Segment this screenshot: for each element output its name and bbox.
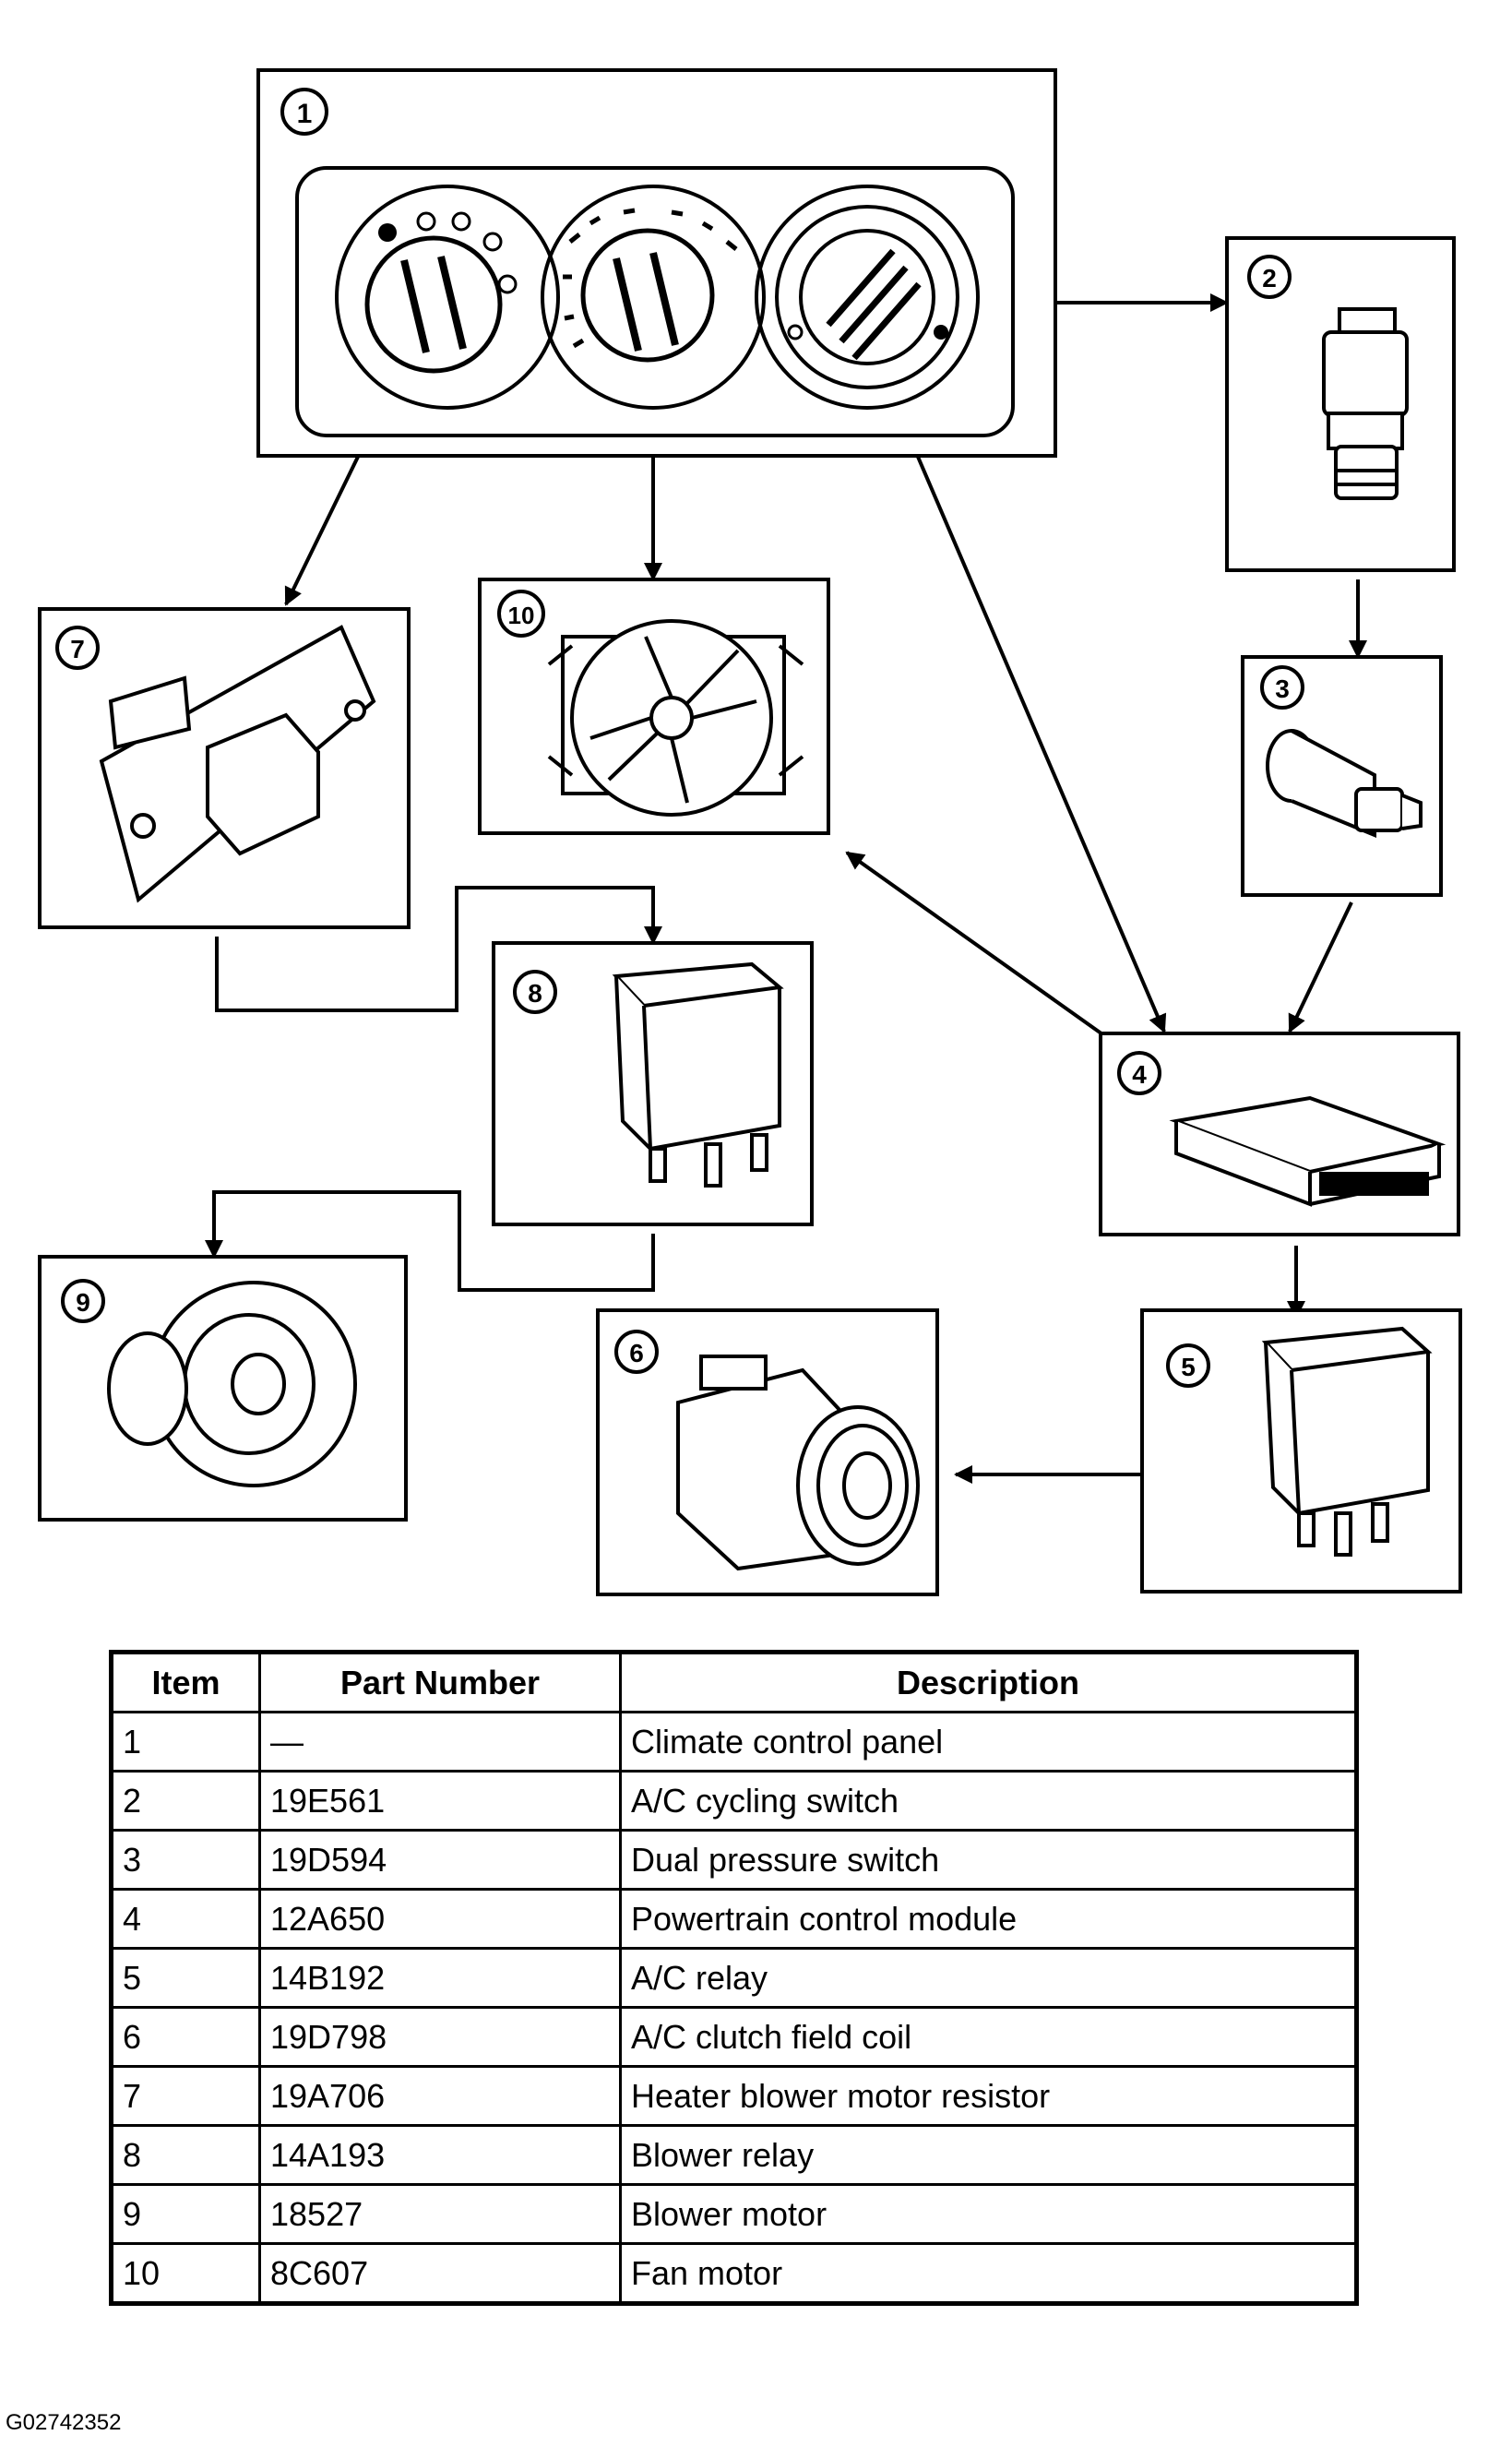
table-row: 6 19D798 A/C clutch field coil xyxy=(110,2006,1358,2068)
callout-circle xyxy=(1166,1343,1210,1388)
cell-part-number: 8C607 xyxy=(258,2242,622,2305)
table-row: 2 19E561 A/C cycling switch xyxy=(110,1770,1358,1832)
cell-item: 10 xyxy=(110,2242,261,2305)
header-description: Description xyxy=(619,1651,1358,1713)
cell-description: Dual pressure switch xyxy=(619,1829,1358,1891)
header-part-number: Part Number xyxy=(258,1651,622,1713)
cell-description: A/C cycling switch xyxy=(619,1770,1358,1832)
arrow-panel-to-pcm xyxy=(916,456,1167,1033)
callout-5: 5 xyxy=(1181,1353,1196,1381)
callout-circle xyxy=(1117,1051,1161,1095)
callout-circle xyxy=(1260,665,1304,710)
compressor-part xyxy=(676,1355,920,1571)
table-row: 7 19A706 Heater blower motor resistor xyxy=(110,2065,1358,2127)
parts-table: Item Part Number Description 1 — Climate… xyxy=(109,1650,1359,2306)
blower-motor-box: 9 xyxy=(38,1255,408,1522)
line-blowerrelay-to-motor xyxy=(205,1190,655,1292)
cell-item: 9 xyxy=(110,2183,261,2245)
fan-motor-box: 10 xyxy=(478,578,830,835)
cell-item: 8 xyxy=(110,2124,261,2186)
cell-part-number: 12A650 xyxy=(258,1888,622,1950)
callout-2: 2 xyxy=(1262,264,1277,292)
table-row: 3 19D594 Dual pressure switch xyxy=(110,1829,1358,1891)
table-row: 9 18527 Blower motor xyxy=(110,2183,1358,2245)
table-row: 5 14B192 A/C relay xyxy=(110,1947,1358,2009)
cell-part-number: 19A706 xyxy=(258,2065,622,2127)
arrow-panel-to-resistor xyxy=(284,456,360,606)
cell-item: 4 xyxy=(110,1888,261,1950)
figure-id: G02742352 xyxy=(6,2410,122,2435)
table-row: 10 8C607 Fan motor xyxy=(110,2242,1358,2305)
cell-part-number: 14B192 xyxy=(258,1947,622,2009)
cell-item: 5 xyxy=(110,1947,261,2009)
ac-relay-box: 5 xyxy=(1140,1308,1462,1594)
cell-description: Fan motor xyxy=(619,2242,1358,2305)
arrow-pressure-to-pcm xyxy=(1288,901,1353,1033)
cell-item: 6 xyxy=(110,2006,261,2068)
ac-relay-part xyxy=(1261,1326,1433,1557)
callout-9: 9 xyxy=(76,1288,90,1317)
cell-description: Blower motor xyxy=(619,2183,1358,2245)
fan-part xyxy=(547,619,804,817)
callout-circle xyxy=(497,590,545,638)
pressure-switch-part xyxy=(1266,729,1423,838)
line-resistor-to-blowerrelay xyxy=(215,886,662,1012)
cell-part-number: — xyxy=(258,1711,622,1773)
wiring-diagram: 1 xyxy=(38,68,1462,1596)
table-row: 1 — Climate control panel xyxy=(110,1711,1358,1773)
cell-description: Climate control panel xyxy=(619,1711,1358,1773)
resistor-part xyxy=(99,625,376,903)
table-header-row: Item Part Number Description xyxy=(110,1651,1358,1713)
mode-knob xyxy=(541,185,766,410)
table-row: 8 14A193 Blower relay xyxy=(110,2124,1358,2186)
callout-10: 10 xyxy=(508,602,535,629)
connection-lines xyxy=(205,293,1367,1484)
temperature-knob xyxy=(755,185,980,410)
cell-description: Powertrain control module xyxy=(619,1888,1358,1950)
arrow-pcm-to-fan xyxy=(845,851,1113,1043)
cell-item: 1 xyxy=(110,1711,261,1773)
dual-pressure-switch-box: 3 xyxy=(1241,655,1443,897)
cell-item: 3 xyxy=(110,1829,261,1891)
cell-part-number: 19D798 xyxy=(258,2006,622,2068)
cell-description: Blower relay xyxy=(619,2124,1358,2186)
blower-motor-part xyxy=(107,1281,357,1487)
blower-relay-box: 8 xyxy=(492,941,814,1226)
cell-description: A/C relay xyxy=(619,1947,1358,2009)
pcm-part xyxy=(1169,1095,1447,1207)
ac-cycling-switch-box: 2 xyxy=(1225,236,1456,572)
climate-control-panel-box: 1 xyxy=(256,68,1057,458)
callout-circle xyxy=(55,626,100,670)
callout-circle xyxy=(280,88,328,136)
cycling-switch-part xyxy=(1322,307,1409,500)
table-row: 4 12A650 Powertrain control module xyxy=(110,1888,1358,1950)
cell-description: Heater blower motor resistor xyxy=(619,2065,1358,2127)
cell-item: 7 xyxy=(110,2065,261,2127)
callout-4: 4 xyxy=(1132,1060,1147,1089)
callout-8: 8 xyxy=(528,979,542,1008)
callout-3: 3 xyxy=(1275,674,1290,703)
callout-circle xyxy=(513,970,557,1014)
cell-part-number: 19E561 xyxy=(258,1770,622,1832)
callout-6: 6 xyxy=(629,1339,644,1367)
blower-relay-part xyxy=(612,961,784,1188)
blower-speed-knob xyxy=(335,185,560,410)
cell-part-number: 19D594 xyxy=(258,1829,622,1891)
blower-resistor-box: 7 xyxy=(38,607,411,929)
callout-circle xyxy=(1247,255,1292,299)
callout-1: 1 xyxy=(297,99,313,129)
callout-circle xyxy=(61,1279,105,1323)
header-item: Item xyxy=(110,1651,261,1713)
callout-7: 7 xyxy=(70,635,85,663)
callout-circle xyxy=(614,1330,659,1374)
ac-clutch-box: 6 xyxy=(596,1308,939,1596)
cell-part-number: 18527 xyxy=(258,2183,622,2245)
pcm-box: 4 xyxy=(1099,1032,1460,1236)
cell-part-number: 14A193 xyxy=(258,2124,622,2186)
cell-item: 2 xyxy=(110,1770,261,1832)
cell-description: A/C clutch field coil xyxy=(619,2006,1358,2068)
